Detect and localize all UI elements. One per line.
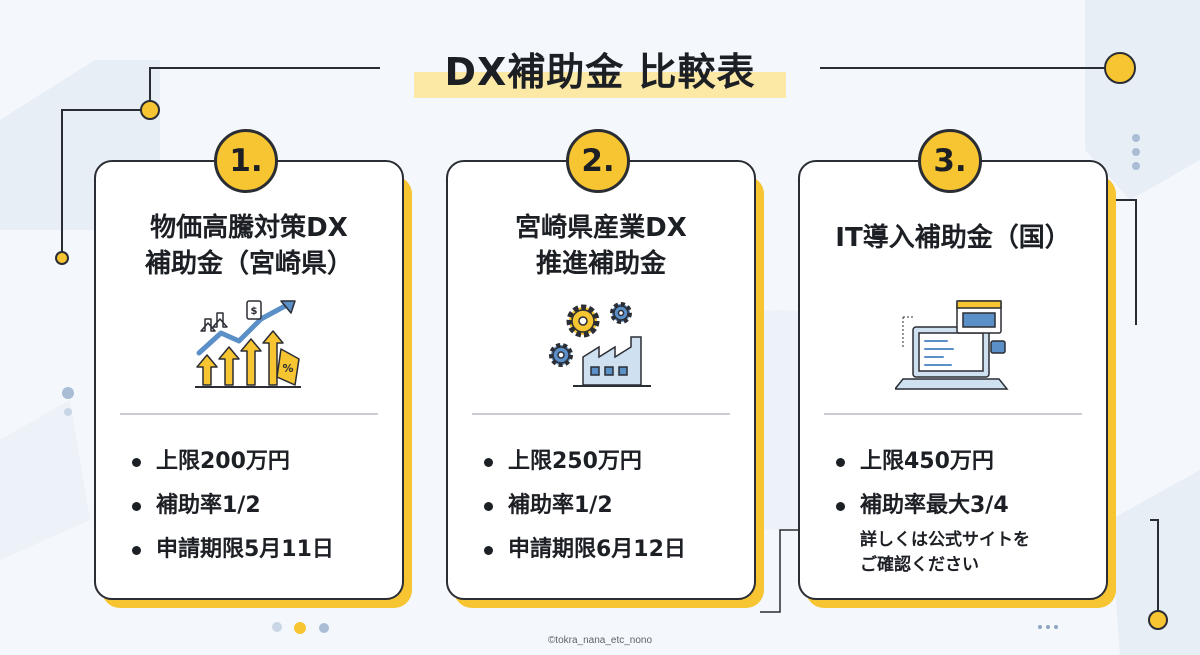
rising-price-chart-icon: $ % <box>195 300 301 388</box>
card-divider <box>472 413 730 415</box>
point-rate: 補助率1/2 <box>132 484 334 528</box>
subsidy-card-1: 1. 物価高騰対策DX 補助金（宮崎県） $ % 上限20 <box>94 129 404 600</box>
title-block: DX補助金 比較表 <box>414 44 786 102</box>
card-number-badge: 3. <box>918 129 982 193</box>
card-number-badge: 2. <box>566 129 630 193</box>
svg-text:%: % <box>282 362 293 375</box>
card-title-line-1: IT導入補助金（国） <box>835 223 1071 253</box>
card-title: 物価高騰対策DX 補助金（宮崎県） <box>106 210 392 282</box>
card-points: 上限250万円 補助率1/2 申請期限6月12日 <box>484 440 686 572</box>
card-title-line-1: 物価高騰対策DX <box>150 213 348 243</box>
card-number-badge: 1. <box>214 129 278 193</box>
card-title-line-2: 推進補助金 <box>535 249 666 279</box>
note-line-2: ご確認ください <box>860 555 979 575</box>
card-points: 上限450万円 補助率最大3/4 <box>836 440 1009 528</box>
subsidy-card-3: 3. IT導入補助金（国） 上限4 <box>798 129 1108 600</box>
point-limit: 上限450万円 <box>836 440 1009 484</box>
page-title: DX補助金 比較表 <box>444 50 756 94</box>
card-title-line-2: 補助金（宮崎県） <box>144 249 353 279</box>
card-title-line-1: 宮崎県産業DX <box>515 213 687 243</box>
card-title: 宮崎県産業DX 推進補助金 <box>458 210 744 282</box>
svg-text:$: $ <box>251 306 258 317</box>
point-rate: 補助率最大3/4 <box>836 484 1009 528</box>
point-rate: 補助率1/2 <box>484 484 686 528</box>
card-title: IT導入補助金（国） <box>810 220 1096 256</box>
point-limit: 上限200万円 <box>132 440 334 484</box>
subsidy-card-2: 2. 宮崎県産業DX 推進補助金 <box>446 129 756 600</box>
note-line-1: 詳しくは公式サイトを <box>860 530 1030 550</box>
card-divider <box>120 413 378 415</box>
card-points: 上限200万円 補助率1/2 申請期限5月11日 <box>132 440 334 572</box>
point-limit: 上限250万円 <box>484 440 686 484</box>
point-deadline: 申請期限6月12日 <box>484 528 686 572</box>
factory-gears-icon <box>549 302 651 387</box>
card-note: 詳しくは公式サイトを ご確認ください <box>860 528 1030 578</box>
laptop-software-icon <box>895 300 1009 390</box>
credit-text: ©tokra_nana_etc_nono <box>547 635 653 646</box>
point-deadline: 申請期限5月11日 <box>132 528 334 572</box>
card-divider <box>824 413 1082 415</box>
title-highlight <box>414 72 786 98</box>
